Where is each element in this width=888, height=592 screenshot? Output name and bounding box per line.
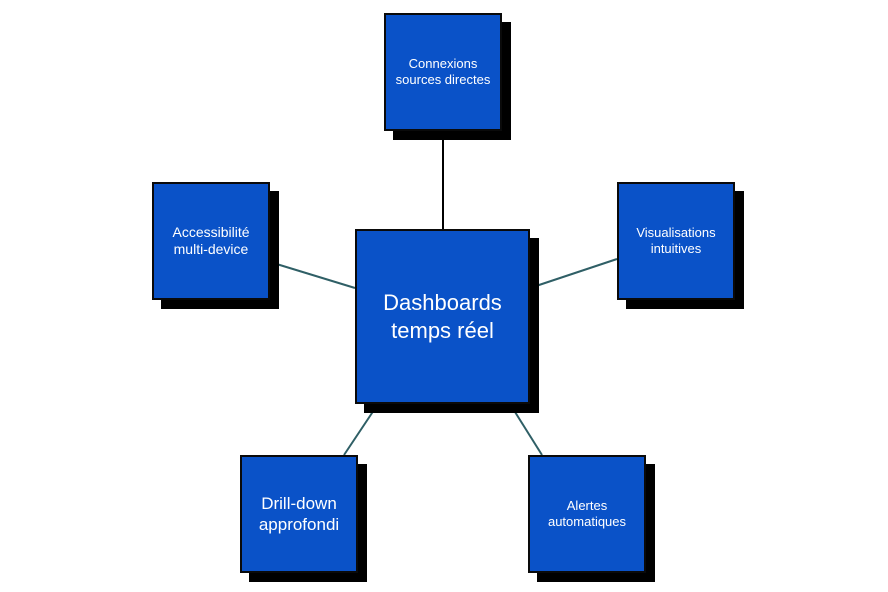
node-label: Connexions sources directes [395,55,491,87]
node-visualisations-intuitives: Visualisations intuitives [617,182,735,300]
node-drill-down-approfondi: Drill-down approfondi [240,455,358,573]
center-node-label: Dashboards temps réel [383,290,502,343]
connector-right [529,258,618,289]
node-alertes-automatiques: Alertes automatiques [528,455,646,573]
node-dashboards-temps-reel: Dashboards temps réel [355,229,530,404]
node-connexions-sources-directes: Connexions sources directes [384,13,502,131]
connector-bottom-left [343,403,379,456]
connector-bottom-right [509,403,543,456]
connector-left [269,261,356,289]
node-label: Accessibilité multi-device [172,223,250,258]
node-accessibilite-multi-device: Accessibilité multi-device [152,182,270,300]
node-label: Visualisations intuitives [636,224,716,256]
node-label: Alertes automatiques [547,497,627,529]
node-label: Drill-down approfondi [258,493,340,534]
